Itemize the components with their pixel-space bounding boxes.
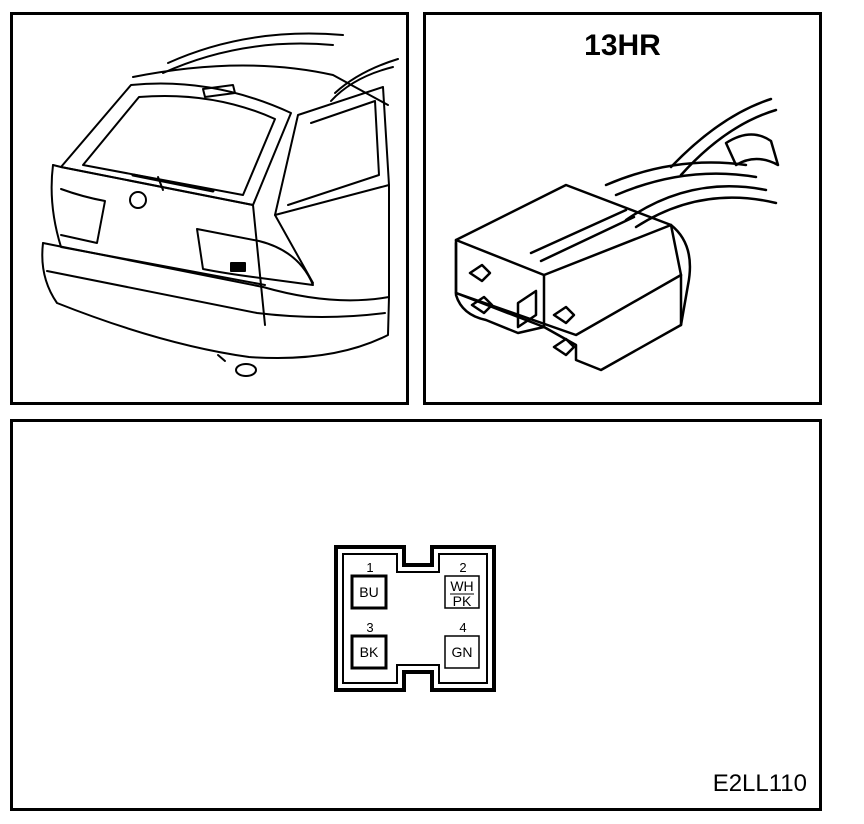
connector-name: 13HR bbox=[584, 29, 661, 62]
pin-2-number: 2 bbox=[459, 560, 466, 575]
pin-2-color-secondary: PK bbox=[453, 593, 472, 609]
connector-illustration bbox=[454, 97, 780, 372]
pin-1-color: BU bbox=[359, 584, 378, 600]
pin-1-number: 1 bbox=[366, 560, 373, 575]
pin-1: 1 BU bbox=[350, 560, 388, 610]
vehicle-location-panel bbox=[10, 12, 409, 405]
connector-housing-outline bbox=[334, 545, 496, 692]
connector-face-diagram: 1 BU 2 WH PK 3 BK 4 GN bbox=[334, 545, 496, 692]
pinout-panel: 1 BU 2 WH PK 3 BK 4 GN E2LL110 bbox=[10, 419, 822, 811]
vehicle-rear-illustration bbox=[41, 32, 399, 377]
pin-2: 2 WH PK bbox=[444, 560, 480, 609]
pin-4-color: GN bbox=[452, 644, 473, 660]
pin-3-color: BK bbox=[360, 644, 379, 660]
diagram-reference-code: E2LL110 bbox=[712, 770, 807, 797]
pin-4-number: 4 bbox=[459, 620, 466, 635]
pin-3: 3 BK bbox=[350, 620, 388, 670]
pin-2-color: WH bbox=[450, 578, 473, 594]
pin-3-number: 3 bbox=[366, 620, 373, 635]
pin-4: 4 GN bbox=[444, 620, 480, 669]
connector-illustration-panel: 13HR bbox=[423, 12, 822, 405]
